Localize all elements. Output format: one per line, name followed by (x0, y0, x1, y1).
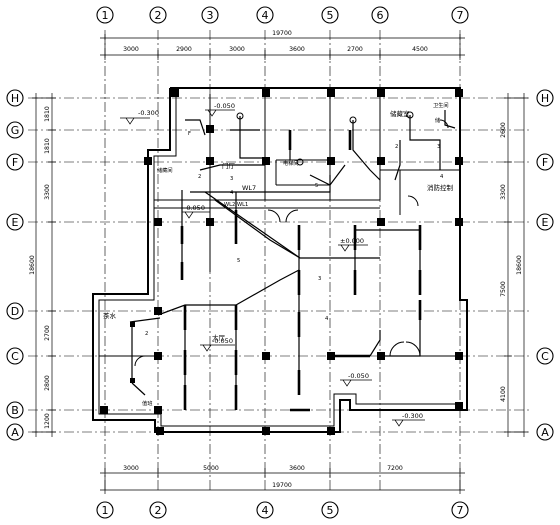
level-center: ±0.000 (340, 237, 364, 245)
axis-label-col-3-top: 3 (207, 9, 214, 22)
wiring-cables (129, 110, 456, 396)
axis-label-col-6-top: 6 (377, 9, 384, 22)
axis-label-col-1-top: 1 (102, 9, 109, 22)
level-marks: -0.300 -0.050 -0.050 ±0.000 -0.050 -0.05… (120, 102, 425, 427)
axis-label-row-h-right: H (541, 92, 549, 105)
left-total-dimension: 18600 (29, 255, 36, 275)
axis-label-col-2-bottom: 2 (155, 504, 162, 517)
axis-label-row-f-left: F (12, 156, 18, 169)
axis-label-col-4-top: 4 (262, 9, 269, 22)
room-label-entrance: 储藏间 (157, 166, 173, 174)
wire-counts: 2 3 4 5 2 3 4 5 2 3 4 (145, 144, 444, 337)
left-dimension-1: 1810 (44, 106, 51, 122)
top-total-dimension: 19700 (272, 30, 292, 37)
circuit-tag-f: F (188, 131, 191, 137)
room-label-fire-control: 消防控制 (427, 183, 454, 192)
level-lower-center: -0.050 (348, 372, 369, 380)
top-dimension-2: 2900 (176, 46, 192, 53)
room-label-equipment: 电梯间 (283, 159, 299, 167)
right-total-dimension: 18600 (516, 255, 523, 275)
bottom-dimension-3: 3600 (289, 465, 305, 472)
axis-label-row-e-left: E (12, 216, 19, 229)
wire-count: 4 (440, 174, 444, 180)
axis-label-col-7-bottom: 7 (457, 504, 464, 517)
left-dimension-2: 1810 (44, 138, 51, 154)
structural-columns (100, 89, 463, 435)
wire-count: 3 (437, 144, 440, 150)
axis-label-row-a-right: A (541, 426, 549, 439)
axis-label-row-f-right: F (542, 156, 548, 169)
wire-count: 5 (315, 183, 318, 189)
circuit-tag-wl7: WL7 (242, 184, 256, 192)
axis-label-row-c-right: C (541, 350, 549, 363)
axis-label-row-h-left: H (11, 92, 19, 105)
column-axis-bubbles-top: 1 2 3 4 5 6 7 (96, 6, 469, 24)
circuit-tags: WL7 WL2 WL1 F (188, 131, 256, 208)
wire-count: 3 (230, 176, 233, 182)
right-dimension-4: 4100 (500, 386, 507, 402)
top-dimension-1: 3000 (123, 46, 139, 53)
axis-label-row-b-left: B (11, 404, 19, 417)
axis-label-row-a-left: A (11, 426, 19, 439)
level-mid-left: -0.050 (184, 204, 205, 212)
wire-count: 2 (145, 331, 148, 337)
axis-label-col-2-top: 2 (155, 9, 162, 22)
top-dimensions: 19700 3000 2900 3000 3600 2700 4500 (100, 30, 465, 60)
room-label-hall: 大厅 (212, 333, 226, 342)
bottom-total-dimension: 19700 (272, 482, 292, 489)
axis-label-row-d-left: D (11, 305, 19, 318)
wire-count: 5 (237, 258, 240, 264)
axis-label-col-4-bottom: 4 (262, 504, 269, 517)
wire-count: 2 (395, 144, 398, 150)
right-dimension-3: 7500 (500, 281, 507, 297)
bottom-dimension-2: 5000 (203, 465, 219, 472)
room-labels: 储藏室 卫生间 门厅 储藏间 电梯间 消防控制 大厅 茶水 值班 储 (103, 101, 454, 407)
top-dimension-6: 4500 (412, 46, 428, 53)
room-label-living: 门厅 (222, 161, 236, 170)
axis-label-col-5-top: 5 (327, 9, 334, 22)
axis-label-row-c-left: C (11, 350, 19, 363)
right-dimension-2: 3300 (500, 184, 507, 200)
top-dimension-3: 3000 (229, 46, 245, 53)
left-dimension-3: 3300 (44, 184, 51, 200)
wire-count: 3 (318, 276, 321, 282)
top-dimension-4: 3600 (289, 46, 305, 53)
wire-count: 2 (198, 174, 201, 180)
level-upper-left: -0.050 (214, 102, 235, 110)
column-axis-bubbles-bottom: 1 2 4 5 7 (96, 501, 469, 519)
bottom-dimensions: 3000 5000 3600 7200 19700 (100, 465, 465, 494)
circuit-tag-wl1: WL2 WL1 (224, 202, 248, 208)
light-fixtures (130, 111, 422, 412)
axis-label-row-g-left: G (11, 124, 20, 137)
left-dimensions: 18600 1810 1810 3300 2700 2800 1200 (29, 93, 56, 437)
room-label-storage-small: 储 (435, 116, 440, 124)
left-dimension-5: 2800 (44, 375, 51, 391)
bottom-dimension-4: 7200 (387, 465, 403, 472)
level-bottom-right: -0.300 (402, 412, 423, 420)
wire-count: 4 (230, 190, 234, 196)
left-dimension-6: 1200 (44, 413, 51, 429)
room-label-water-pump: 卫生间 (433, 101, 449, 109)
top-dimension-5: 2700 (347, 46, 363, 53)
wire-count: 4 (325, 316, 329, 322)
bottom-dimension-1: 3000 (123, 465, 139, 472)
room-label-tea: 茶水 (103, 311, 117, 320)
level-lower-left: -0.050 (212, 337, 233, 345)
axis-label-col-5-bottom: 5 (327, 504, 334, 517)
right-dimension-1: 2600 (500, 122, 507, 138)
door-swings (134, 119, 449, 367)
axis-label-col-1-bottom: 1 (102, 504, 109, 517)
room-label-duty: 值班 (142, 399, 152, 407)
level-top-left: -0.300 (138, 109, 159, 117)
room-label-storage: 储藏室 (390, 109, 410, 118)
right-dimensions: 2600 3300 7500 4100 18600 (500, 93, 528, 437)
left-dimension-4: 2700 (44, 325, 51, 341)
row-axis-bubbles-left: H G F E D C B A (6, 89, 24, 441)
row-axis-bubbles-right: H F E C A (536, 89, 554, 441)
axis-label-col-7-top: 7 (457, 9, 464, 22)
axis-label-row-e-right: E (542, 216, 549, 229)
